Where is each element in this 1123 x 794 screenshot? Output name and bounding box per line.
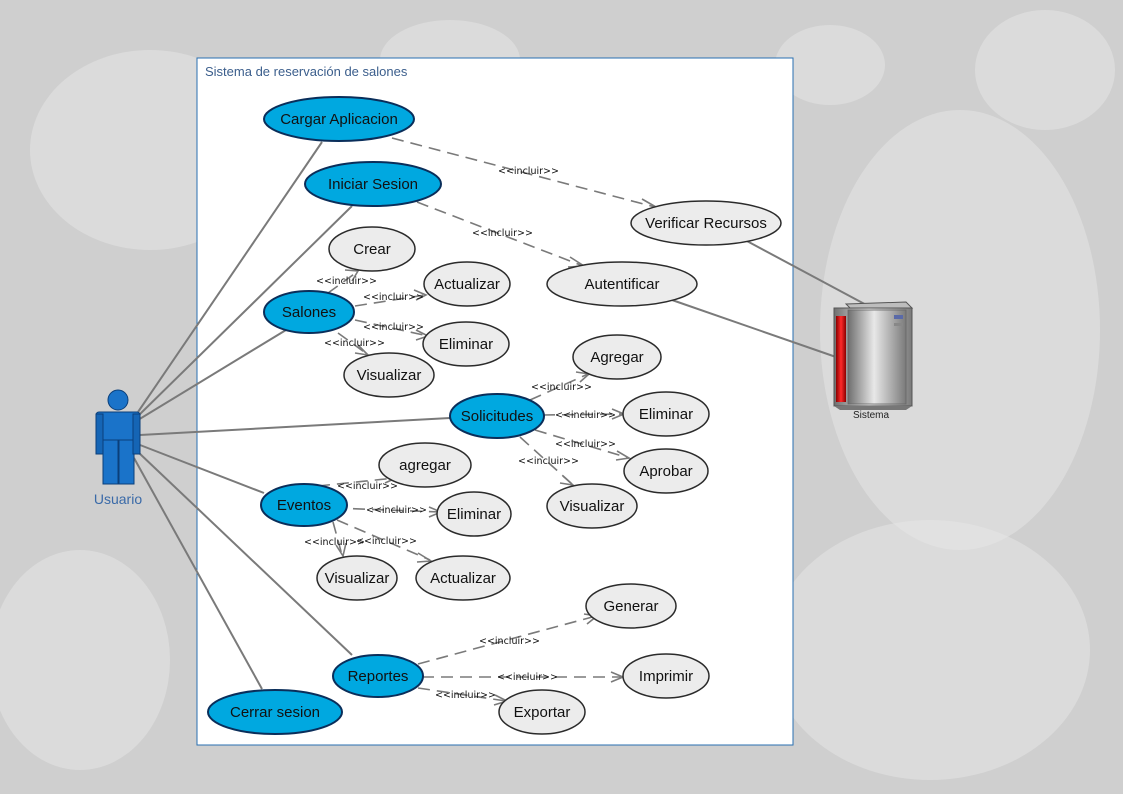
include-label: <<incluir>>: [363, 292, 424, 303]
use-case-label: Solicitudes: [461, 408, 534, 425]
boundary-title: Sistema de reservación de salones: [205, 64, 408, 79]
use-case-label: Cargar Aplicacion: [280, 111, 398, 128]
use-case-label: Visualizar: [560, 498, 625, 515]
use-case-reportes[interactable]: Reportes: [332, 654, 424, 698]
actor-associations: [133, 141, 873, 690]
use-case-label: Visualizar: [325, 570, 390, 587]
include-label: <<incluir>>: [366, 505, 427, 516]
use-case-label: Aprobar: [639, 463, 692, 480]
use-case-solicitudes-aprobar[interactable]: Aprobar: [623, 448, 709, 494]
include-label: <<incluir>>: [498, 166, 559, 177]
use-case-verificar-recursos[interactable]: Verificar Recursos: [630, 200, 782, 246]
include-label: <<incluir>>: [497, 672, 558, 683]
include-label: <<incluir>>: [356, 536, 417, 547]
use-case-salones-eliminar[interactable]: Eliminar: [422, 321, 510, 367]
include-label: <<incluir>>: [518, 456, 579, 467]
use-case-autentificar[interactable]: Autentificar: [546, 261, 698, 307]
use-case-label: Imprimir: [639, 668, 693, 685]
use-case-iniciar-sesion[interactable]: Iniciar Sesion: [304, 161, 442, 207]
use-case-label: Cerrar sesion: [230, 704, 320, 721]
include-label: <<incluir>>: [337, 481, 398, 492]
include-label: <<incluir>>: [555, 439, 616, 450]
use-case-label: Eventos: [277, 497, 331, 514]
actor-usuario[interactable]: Usuario: [94, 389, 142, 507]
include-label: <<incluir>>: [324, 338, 385, 349]
include-label: <<incluir>>: [363, 322, 424, 333]
use-case-salones-crear[interactable]: Crear: [328, 226, 416, 272]
include-label: <<incluir>>: [531, 382, 592, 393]
actor-label: Sistema: [853, 410, 890, 421]
include-relationships: <<incluir>> <<incluir>> <<incluir>> <<in…: [304, 137, 658, 706]
use-case-eventos-eliminar[interactable]: Eliminar: [436, 491, 512, 537]
person-icon: [95, 389, 141, 485]
use-case-reportes-exportar[interactable]: Exportar: [498, 689, 586, 735]
include-label: <<incluir>>: [304, 537, 365, 548]
use-case-salones-actualizar[interactable]: Actualizar: [423, 261, 511, 307]
include-label: <<incluir>>: [435, 690, 496, 701]
use-case-salones[interactable]: Salones: [263, 290, 355, 334]
use-case-salones-visualizar[interactable]: Visualizar: [343, 352, 435, 398]
use-case-label: Exportar: [514, 704, 571, 721]
use-case-solicitudes-agregar[interactable]: Agregar: [572, 334, 662, 380]
use-case-label: Generar: [603, 598, 658, 615]
use-case-label: Eliminar: [447, 506, 501, 523]
use-case-label: Eliminar: [439, 336, 493, 353]
use-case-label: Actualizar: [430, 570, 496, 587]
use-case-cerrar-sesion[interactable]: Cerrar sesion: [207, 689, 343, 735]
actor-sistema[interactable]: Sistema: [833, 301, 914, 421]
server-icon: [833, 301, 914, 410]
use-case-label: agregar: [399, 457, 451, 474]
use-case-solicitudes-eliminar[interactable]: Eliminar: [622, 391, 710, 437]
use-case-eventos[interactable]: Eventos: [260, 483, 348, 527]
use-case-eventos-visualizar[interactable]: Visualizar: [316, 555, 398, 601]
include-label: <<incluir>>: [472, 228, 533, 239]
use-case-label: Eliminar: [639, 406, 693, 423]
use-case-label: Autentificar: [584, 276, 659, 293]
use-case-label: Iniciar Sesion: [328, 176, 418, 193]
use-case-eventos-actualizar[interactable]: Actualizar: [415, 555, 511, 601]
use-case-cargar-aplicacion[interactable]: Cargar Aplicacion: [263, 96, 415, 142]
use-case-label: Visualizar: [357, 367, 422, 384]
use-case-solicitudes-visualizar[interactable]: Visualizar: [546, 483, 638, 529]
include-label: <<incluir>>: [479, 636, 540, 647]
use-case-label: Salones: [282, 304, 336, 321]
use-case-label: Actualizar: [434, 276, 500, 293]
actor-label: Usuario: [94, 491, 142, 507]
use-case-label: Verificar Recursos: [645, 215, 767, 232]
include-label: <<incluir>>: [316, 276, 377, 287]
use-case-solicitudes[interactable]: Solicitudes: [449, 393, 545, 439]
use-case-label: Agregar: [590, 349, 643, 366]
include-label: <<incluir>>: [555, 410, 616, 421]
use-case-label: Reportes: [348, 668, 409, 685]
use-case-reportes-imprimir[interactable]: Imprimir: [622, 653, 710, 699]
use-case-eventos-agregar[interactable]: agregar: [378, 442, 472, 488]
use-case-reportes-generar[interactable]: Generar: [585, 583, 677, 629]
use-case-label: Crear: [353, 241, 391, 258]
